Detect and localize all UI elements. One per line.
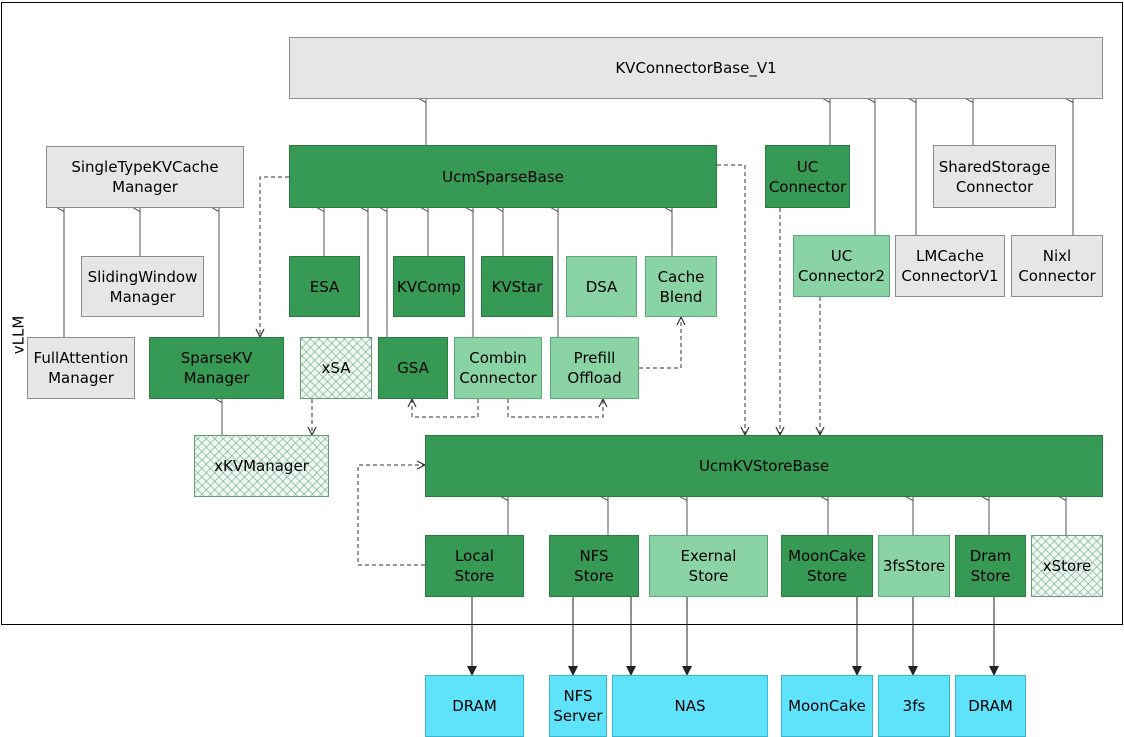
node-nfs-server: NFS Server — [549, 675, 607, 737]
node-kvstar: KVStar — [481, 256, 553, 317]
node-lmcache-connectorv1: LMCache ConnectorV1 — [895, 235, 1005, 297]
node-xstore: xStore — [1031, 535, 1103, 597]
node-dram-store: Dram Store — [955, 535, 1026, 597]
node-xkvmanager: xKVManager — [194, 435, 329, 497]
node-nixl-connector: Nixl Connector — [1011, 235, 1103, 297]
node-kvcomp: KVComp — [393, 256, 465, 317]
node-prefill-offload: Prefill Offload — [550, 337, 639, 399]
node-gsa: GSA — [378, 337, 448, 399]
node-3fs: 3fs — [878, 675, 950, 737]
node-esa: ESA — [289, 256, 360, 317]
node-slidingwindow-manager: SlidingWindow Manager — [81, 256, 204, 317]
edge-ucmsparsebase-ucmkvstorebase — [717, 164, 745, 435]
node-kvconnectorbase: KVConnectorBase_V1 — [289, 37, 1103, 99]
node-ucmsparsebase: UcmSparseBase — [289, 145, 717, 208]
node-uc-connector: UC Connector — [765, 145, 850, 208]
node-ucmkvstorebase: UcmKVStoreBase — [425, 435, 1103, 497]
node-singletype-kvcache-manager: SingleTypeKVCache Manager — [46, 146, 244, 208]
node-mooncake: MoonCake — [781, 675, 873, 737]
edge-combin-prefill — [507, 399, 603, 418]
node-xsa: xSA — [300, 337, 372, 399]
node-sparsekv-manager: SparseKV Manager — [149, 337, 284, 399]
node-dram-2: DRAM — [955, 675, 1026, 737]
node-exernal-store: Exernal Store — [649, 535, 768, 597]
node-nas: NAS — [612, 675, 768, 737]
node-dsa: DSA — [566, 256, 637, 317]
node-dram-1: DRAM — [425, 675, 524, 737]
edge-prefill-cacheblend — [639, 317, 681, 369]
node-sharedstorage-connector: SharedStorage Connector — [933, 145, 1056, 208]
edge-ucmsparsebase-sparsekv — [260, 176, 289, 337]
node-cache-blend: Cache Blend — [645, 256, 717, 317]
node-3fsstore: 3fsStore — [878, 535, 950, 597]
edge-localstore-ucmkvstorebase-dashed — [357, 465, 425, 566]
node-local-store: Local Store — [425, 535, 524, 597]
vllm-frame — [1, 2, 1123, 625]
node-fullattention-manager: FullAttention Manager — [27, 337, 135, 399]
edge-combin-gsa — [412, 399, 479, 418]
node-uc-connector2: UC Connector2 — [793, 235, 890, 297]
node-mooncake-store: MoonCake Store — [781, 535, 873, 597]
node-nfs-store: NFS Store — [549, 535, 639, 597]
node-combin-connector: Combin Connector — [454, 337, 542, 399]
